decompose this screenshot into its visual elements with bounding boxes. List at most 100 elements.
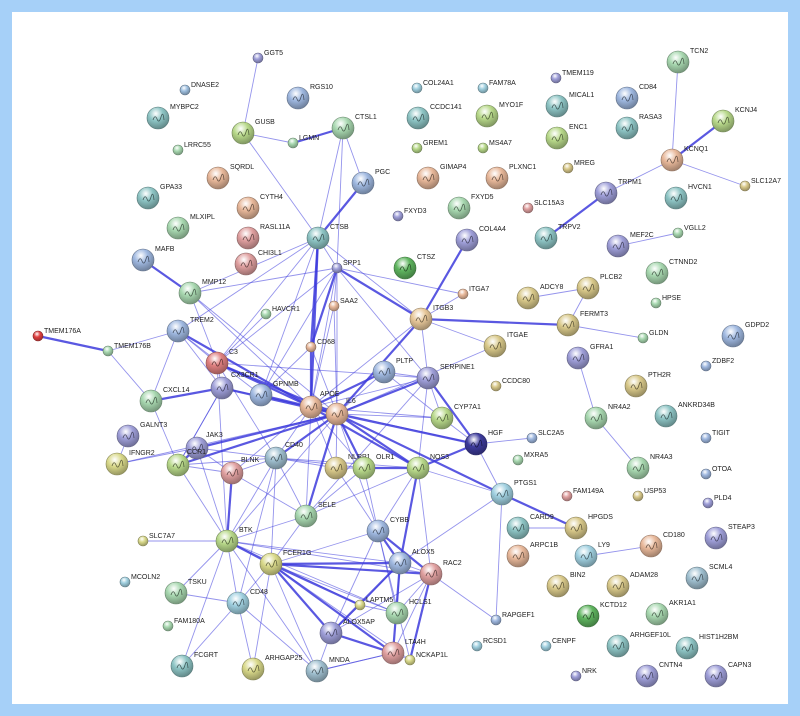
node-bubble-gpa33[interactable]: [136, 186, 160, 210]
node-bubble-mafb[interactable]: [131, 248, 155, 272]
node-bubble-laptm5[interactable]: [354, 599, 366, 611]
node-bubble-nr4a3[interactable]: [626, 456, 650, 480]
node-bubble-pth2r[interactable]: [624, 374, 648, 398]
node-ms4a7[interactable]: MS4A7: [477, 140, 512, 154]
node-bubble-cybb[interactable]: [366, 519, 390, 543]
node-ctsb[interactable]: CTSB: [306, 224, 349, 250]
node-bubble-ms4a7[interactable]: [477, 142, 489, 154]
node-bubble-card9[interactable]: [506, 516, 530, 540]
node-apoe[interactable]: APOE: [299, 391, 340, 419]
node-bubble-gdpd2[interactable]: [721, 324, 745, 348]
node-bubble-tsku[interactable]: [164, 581, 188, 605]
node-cybb[interactable]: CYBB: [366, 517, 409, 543]
node-bin2[interactable]: BIN2: [546, 572, 586, 598]
node-bubble-jak3[interactable]: [185, 436, 209, 460]
node-kcnj4[interactable]: KCNJ4: [711, 107, 757, 133]
node-tmem119[interactable]: TMEM119: [550, 70, 594, 84]
node-bubble-il6[interactable]: [325, 402, 349, 426]
node-trpv2[interactable]: TRPV2: [534, 224, 581, 250]
node-bubble-col4a4[interactable]: [455, 228, 479, 252]
node-bubble-serpine1[interactable]: [416, 366, 440, 390]
node-bubble-nlrp1[interactable]: [324, 456, 348, 480]
node-vgll2[interactable]: VGLL2: [672, 225, 706, 239]
node-tsku[interactable]: TSKU: [164, 579, 207, 605]
node-bubble-ccdc141[interactable]: [406, 106, 430, 130]
node-sele[interactable]: SELE: [294, 502, 336, 528]
node-bubble-fam180a[interactable]: [162, 620, 174, 632]
node-mreg[interactable]: MREG: [562, 160, 595, 174]
node-ccdc141[interactable]: CCDC141: [406, 104, 462, 130]
node-bubble-hpse[interactable]: [650, 297, 662, 309]
node-bubble-tigit[interactable]: [700, 432, 712, 444]
node-bubble-tmem119[interactable]: [550, 72, 562, 84]
node-arpc1b[interactable]: ARPC1B: [506, 542, 558, 568]
node-bubble-alox5[interactable]: [388, 551, 412, 575]
node-bubble-cenpf[interactable]: [540, 640, 552, 652]
node-lrrc55[interactable]: LRRC55: [172, 142, 211, 156]
node-bubble-tcn2[interactable]: [666, 50, 690, 74]
node-adcy8[interactable]: ADCY8: [516, 284, 563, 310]
node-ccr1[interactable]: CCR1: [166, 449, 206, 477]
node-bubble-usp53[interactable]: [632, 490, 644, 502]
node-bubble-rac2[interactable]: [419, 562, 443, 586]
node-mxra5[interactable]: MXRA5: [512, 452, 548, 466]
node-gusb[interactable]: GUSB: [231, 119, 275, 145]
node-bubble-steap3[interactable]: [704, 526, 728, 550]
node-bubble-adcy8[interactable]: [516, 286, 540, 310]
node-galnt3[interactable]: GALNT3: [116, 422, 167, 448]
node-lgmn[interactable]: LGMN: [287, 135, 319, 149]
node-alox5ap[interactable]: ALOX5AP: [319, 619, 375, 645]
node-bubble-saa2[interactable]: [328, 300, 340, 312]
node-grem1[interactable]: GREM1: [411, 140, 448, 154]
node-hpgds[interactable]: HPGDS: [564, 514, 613, 540]
node-kcnq1[interactable]: KCNQ1: [660, 146, 708, 172]
node-pth2r[interactable]: PTH2R: [624, 372, 671, 398]
node-fam78a[interactable]: FAM78A: [477, 80, 516, 94]
node-cxcl14[interactable]: CXCL14: [139, 387, 190, 413]
node-itgb3[interactable]: ITGB3: [409, 305, 453, 331]
node-bubble-hpgds[interactable]: [564, 516, 588, 540]
node-bubble-arpc1b[interactable]: [506, 544, 530, 568]
node-bubble-mmp12[interactable]: [178, 281, 202, 305]
node-col24a1[interactable]: COL24A1: [411, 80, 454, 94]
node-fermt3[interactable]: FERMT3: [556, 311, 608, 337]
node-hvcn1[interactable]: HVCN1: [664, 184, 712, 210]
node-adam28[interactable]: ADAM28: [606, 572, 658, 598]
node-nr4a3[interactable]: NR4A3: [626, 454, 673, 480]
node-bubble-adam28[interactable]: [606, 574, 630, 598]
node-bubble-hcls1[interactable]: [385, 601, 409, 625]
node-ly9[interactable]: LY9: [574, 542, 610, 568]
node-bubble-nckap1l[interactable]: [404, 654, 416, 666]
node-pgc[interactable]: PGC: [351, 169, 390, 195]
node-gldn[interactable]: GLDN: [637, 330, 668, 344]
node-bubble-cd40[interactable]: [264, 446, 288, 470]
node-myo1f[interactable]: MYO1F: [475, 102, 523, 128]
node-slc7a7[interactable]: SLC7A7: [137, 533, 175, 547]
node-jak3[interactable]: JAK3: [185, 432, 223, 460]
node-bubble-hist1h2bm[interactable]: [675, 636, 699, 660]
node-bubble-fcer1g[interactable]: [259, 552, 283, 576]
node-mical1[interactable]: MICAL1: [545, 92, 594, 118]
node-pld4[interactable]: PLD4: [702, 495, 732, 509]
node-bubble-blnk[interactable]: [220, 461, 244, 485]
node-spp1[interactable]: SPP1: [331, 260, 361, 274]
node-cd68[interactable]: CD68: [305, 339, 335, 353]
node-blnk[interactable]: BLNK: [220, 457, 260, 485]
node-laptm5[interactable]: LAPTM5: [354, 597, 393, 611]
node-akr1a1[interactable]: AKR1A1: [645, 600, 696, 626]
node-bubble-fxyd5[interactable]: [447, 196, 471, 220]
node-bubble-bin2[interactable]: [546, 574, 570, 598]
node-bubble-myo1f[interactable]: [475, 104, 499, 128]
node-trem2[interactable]: TREM2: [166, 317, 214, 343]
node-bubble-galnt3[interactable]: [116, 424, 140, 448]
node-bubble-sele[interactable]: [294, 504, 318, 528]
node-hist1h2bm[interactable]: HIST1H2BM: [675, 634, 738, 660]
node-mef2c[interactable]: MEF2C: [606, 232, 654, 258]
node-cd180[interactable]: CD180: [639, 532, 685, 558]
node-bubble-lrrc55[interactable]: [172, 144, 184, 156]
node-c3[interactable]: C3: [205, 349, 238, 375]
node-havcr1[interactable]: HAVCR1: [260, 306, 300, 320]
node-gpnmb[interactable]: GPNMB: [249, 381, 299, 407]
node-ctsz[interactable]: CTSZ: [393, 254, 436, 280]
node-bubble-slc7a7[interactable]: [137, 535, 149, 547]
